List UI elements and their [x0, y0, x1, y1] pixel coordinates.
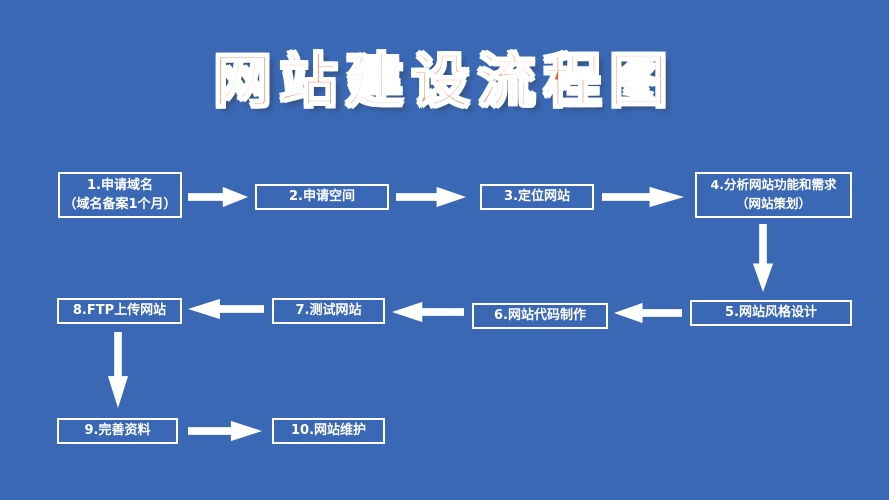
flow-node-9: 9.完善资料: [57, 418, 178, 444]
arrow-1-to-2-icon: [188, 186, 248, 208]
page-title: 网站建设流程图: [212, 46, 676, 116]
arrow-9-to-10-icon: [188, 420, 262, 442]
flow-node-3: 3.定位网站: [480, 184, 594, 210]
flow-node-10-line-1: 10.网站维护: [290, 423, 367, 439]
flow-node-7-line-1: 7.测试网站: [295, 303, 362, 319]
flow-node-4-line-2: （网站策划）: [735, 196, 811, 211]
flow-node-1-line-1: 1.申请域名: [87, 177, 153, 193]
flow-node-4-line-1: 4.分析网站功能和需求: [710, 177, 837, 193]
arrow-7-to-8-icon: [188, 298, 264, 320]
flow-node-6: 6.网站代码制作: [472, 303, 608, 329]
arrow-4-to-5-icon: [752, 224, 774, 292]
flow-node-2-line-1: 2.申请空间: [289, 189, 355, 205]
flow-node-8: 8.FTP上传网站: [57, 298, 182, 324]
arrow-2-to-3-icon: [396, 186, 466, 208]
flow-node-8-line-1: 8.FTP上传网站: [72, 303, 167, 319]
flow-node-6-line-1: 6.网站代码制作: [494, 308, 586, 324]
arrow-8-to-9-icon: [107, 332, 129, 408]
flow-node-7: 7.测试网站: [272, 298, 385, 324]
flow-node-5-line-1: 5.网站风格设计: [725, 305, 817, 321]
arrow-3-to-4-icon: [602, 186, 684, 208]
flow-node-9-line-1: 9.完善资料: [84, 423, 151, 439]
arrow-5-to-6-icon: [614, 302, 682, 324]
flow-node-2: 2.申请空间: [255, 184, 389, 210]
flow-node-10: 10.网站维护: [272, 418, 385, 444]
flow-node-3-line-1: 3.定位网站: [504, 189, 570, 205]
flow-node-5: 5.网站风格设计: [690, 300, 852, 326]
flow-node-1-line-2: （域名备案1个月）: [63, 197, 177, 212]
flow-node-1: 1.申请域名 （域名备案1个月）: [58, 172, 182, 218]
arrow-6-to-7-icon: [392, 301, 464, 323]
flow-node-4: 4.分析网站功能和需求 （网站策划）: [695, 172, 852, 218]
